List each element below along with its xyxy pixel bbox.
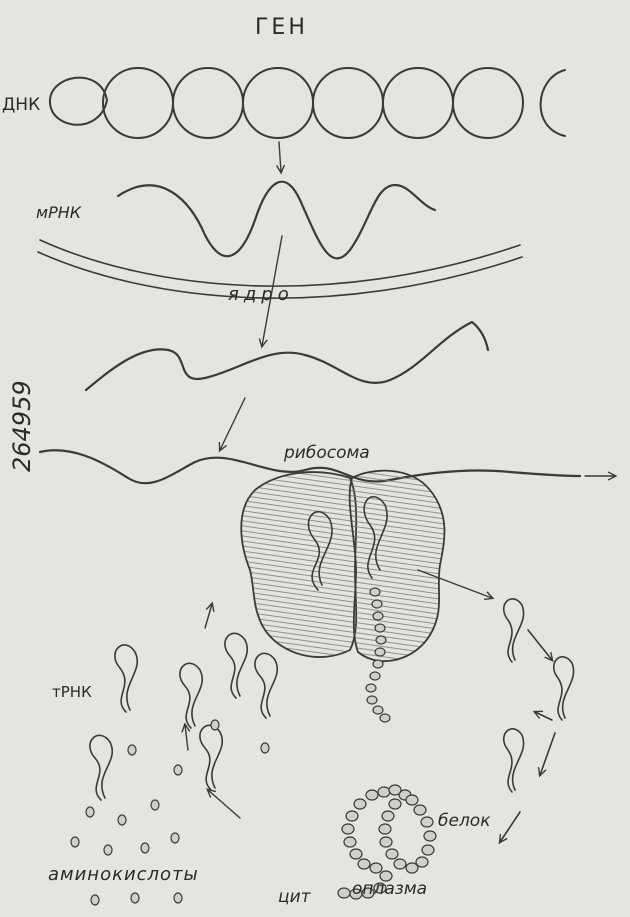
cytoplasm-label-right: оплазма bbox=[352, 879, 427, 899]
dna-strand bbox=[50, 68, 565, 138]
translocation-arrow bbox=[220, 398, 245, 450]
cytoplasm-label-left: цит bbox=[278, 887, 312, 907]
dna-label: ДНК bbox=[2, 95, 40, 115]
margin-number: 264959 bbox=[8, 380, 36, 472]
mrna-label: мРНК bbox=[36, 203, 82, 222]
ribosome-right-subunit bbox=[350, 471, 445, 662]
ribosome-left-subunit bbox=[241, 472, 356, 657]
amino-acids-label: аминокислоты bbox=[48, 864, 199, 885]
ribosome bbox=[241, 471, 444, 722]
ribosome-label: рибосома bbox=[283, 443, 370, 463]
trna-label: тРНК bbox=[52, 683, 92, 701]
diagram-title: ГЕН bbox=[255, 15, 308, 40]
nucleus-label: ядро bbox=[228, 284, 294, 305]
released-trna-cycle bbox=[500, 599, 574, 842]
cytoplasm-mrna-strand bbox=[86, 322, 488, 390]
protein-label: белок bbox=[438, 811, 491, 831]
transcription-arrow bbox=[279, 142, 281, 172]
trna-molecules bbox=[90, 633, 277, 800]
charging-arrows bbox=[185, 604, 240, 818]
mrna-strand bbox=[118, 182, 435, 259]
